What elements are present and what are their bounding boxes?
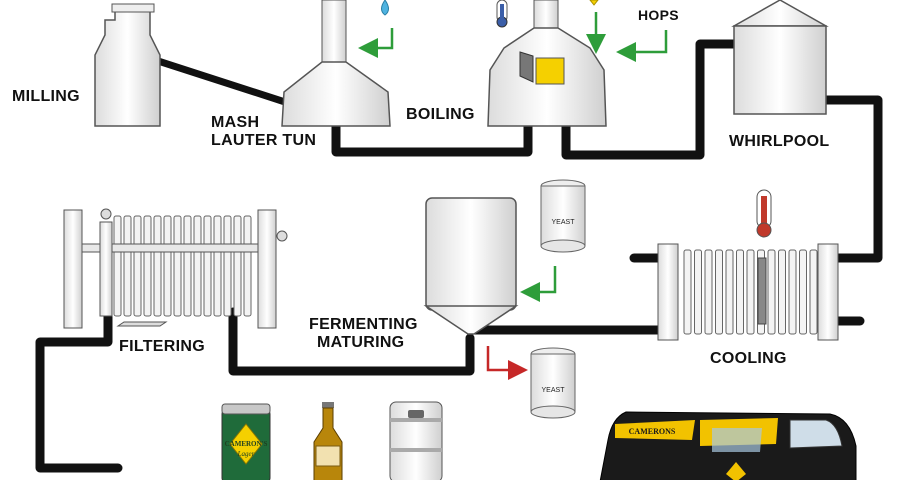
filter-plate bbox=[243, 215, 252, 317]
hops-inflow-arrow bbox=[616, 30, 668, 62]
hops-icon bbox=[589, 0, 599, 6]
label-mash-line2: LAUTER TUN bbox=[211, 132, 317, 149]
cooler-plate bbox=[715, 249, 723, 335]
filter-plate bbox=[133, 215, 142, 317]
thermometer-icon bbox=[496, 0, 508, 28]
cooler-heat-exchanger bbox=[657, 243, 839, 341]
pipe-filter-to-packaging bbox=[35, 311, 123, 473]
can-sub-text: Lager bbox=[237, 450, 255, 458]
filter-plate bbox=[233, 215, 242, 317]
yeast-in-arrow bbox=[520, 266, 557, 302]
cooler-plate bbox=[694, 249, 702, 335]
cooler-plate bbox=[683, 249, 692, 335]
delivery-van-icon: CAMERONS bbox=[599, 411, 857, 480]
can-brand-text: CAMERON'S bbox=[225, 440, 268, 448]
label-hops: HOPS bbox=[638, 7, 679, 23]
water-drop-icon bbox=[381, 0, 389, 16]
filter-plate bbox=[143, 215, 152, 317]
pipe-mill-to-mash bbox=[151, 56, 289, 106]
filter-plate bbox=[113, 215, 122, 317]
beer-bottle-icon bbox=[313, 402, 343, 480]
mash-lauter-tun bbox=[281, 0, 391, 127]
filter-plate bbox=[223, 215, 232, 317]
cooler-plate bbox=[736, 249, 744, 335]
filter-plate bbox=[213, 215, 222, 317]
cooler-plate bbox=[799, 249, 807, 335]
filter-plate bbox=[183, 215, 192, 317]
filter-press bbox=[63, 208, 288, 329]
cooler-plate bbox=[767, 249, 776, 335]
filter-plates bbox=[113, 215, 252, 317]
pipe-boil-to-whirlpool bbox=[561, 39, 743, 160]
pipe-mash-to-boil bbox=[331, 121, 533, 157]
keg-icon bbox=[389, 401, 443, 480]
beer-can-icon: CAMERON'S Lager bbox=[221, 403, 271, 480]
whirlpool-tank bbox=[731, 0, 829, 115]
label-cooling: COOLING bbox=[710, 350, 787, 367]
pipe-whirlpool-to-cooling bbox=[820, 95, 883, 263]
label-fermenting-line1: FERMENTING bbox=[309, 316, 418, 333]
filter-plate bbox=[173, 215, 182, 317]
mill-equipment bbox=[94, 3, 161, 127]
label-boiling: BOILING bbox=[406, 106, 475, 123]
filter-plate bbox=[203, 215, 212, 317]
cooler-plate bbox=[778, 249, 786, 335]
pipe-fermenter-to-filter bbox=[228, 307, 475, 376]
pipe-cooling-to-fermenter bbox=[465, 317, 665, 335]
label-fermenting-line2: MATURING bbox=[317, 334, 405, 351]
water-inflow-arrow bbox=[358, 28, 394, 58]
cooling-thermometer-icon bbox=[756, 189, 772, 238]
cooler-plate bbox=[725, 249, 734, 335]
label-filtering: FILTERING bbox=[119, 338, 205, 355]
filter-plate bbox=[193, 215, 202, 317]
cooler-plates bbox=[683, 249, 818, 335]
filter-plate bbox=[163, 215, 172, 317]
cooler-plate bbox=[746, 249, 755, 335]
label-fermenting: FERMENTING MATURING bbox=[309, 316, 418, 352]
yeast-out-arrow bbox=[486, 346, 528, 380]
cooler-plate bbox=[704, 249, 713, 335]
label-whirlpool: WHIRLPOOL bbox=[729, 133, 830, 150]
boiling-kettle bbox=[487, 0, 607, 127]
label-milling: MILLING bbox=[12, 88, 80, 105]
yeast-container-icon: YEAST bbox=[540, 179, 586, 253]
yeast-container-out-icon: YEAST bbox=[530, 347, 576, 419]
yeast-in-tag: YEAST bbox=[552, 219, 576, 226]
cooler-plate bbox=[788, 249, 797, 335]
van-brand-text: CAMERONS bbox=[629, 427, 676, 436]
label-mash: MASH LAUTER TUN bbox=[211, 114, 316, 150]
fermenting-tank bbox=[423, 197, 519, 335]
filter-plate bbox=[153, 215, 162, 317]
yeast-out-tag: YEAST bbox=[542, 387, 566, 394]
cooler-plate bbox=[809, 249, 818, 335]
label-mash-line1: MASH bbox=[211, 114, 260, 131]
filter-plate bbox=[123, 215, 132, 317]
